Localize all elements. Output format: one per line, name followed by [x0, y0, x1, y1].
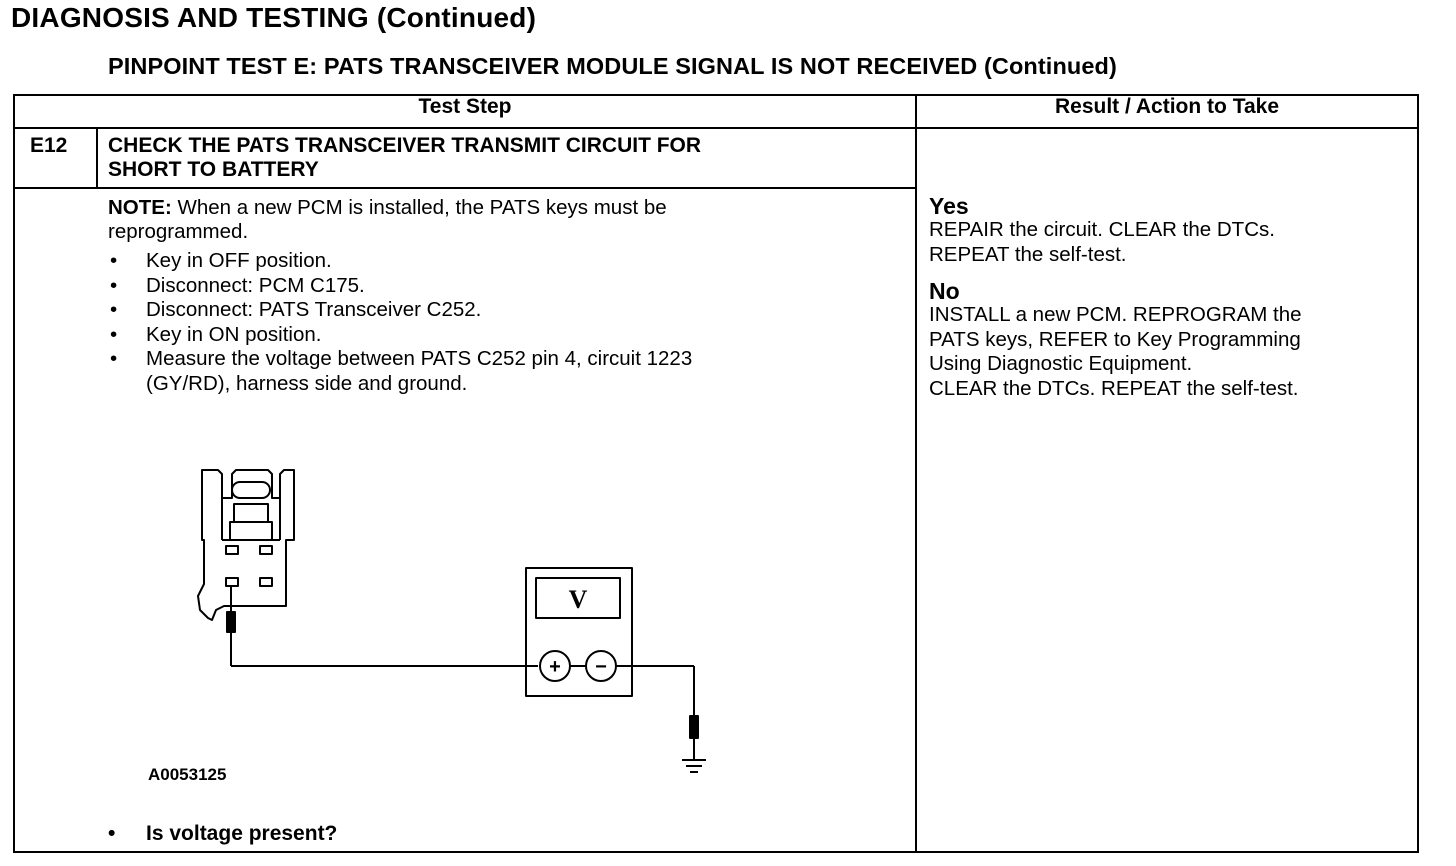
connector-tab	[233, 503, 269, 523]
plus-icon: +	[549, 656, 561, 678]
note-text: When a new PCM is installed, the PATS ke…	[171, 196, 667, 219]
bullet-icon: •	[110, 347, 118, 371]
step-title-line: CHECK THE PATS TRANSCEIVER TRANSMIT CIRC…	[108, 134, 702, 157]
figure-id: A0053125	[148, 765, 227, 784]
multimeter-display	[535, 577, 621, 619]
multimeter	[525, 567, 633, 697]
bullet-icon: •	[110, 273, 118, 297]
list-item-text: Disconnect: PCM C175.	[146, 273, 365, 297]
list-item: • Measure the voltage between PATS C252 p…	[108, 347, 888, 372]
connector-pin-4	[225, 577, 239, 587]
pinpoint-test-title: PINPOINT TEST E: PATS TRANSCEIVER MODULE…	[108, 53, 1117, 79]
list-item-text: Key in OFF position.	[146, 249, 332, 272]
column-divider	[915, 94, 917, 853]
connector-pin	[259, 545, 273, 555]
list-item-text: Measure the voltage between PATS C252 pi…	[146, 347, 693, 371]
table-left-border	[13, 94, 15, 853]
step-id: E12	[30, 134, 68, 157]
bullet-icon: •	[110, 249, 118, 272]
list-item: (GY/RD), harness side and ground.	[108, 372, 888, 397]
connector-pin	[225, 545, 239, 555]
minus-icon: −	[595, 656, 607, 678]
result-yes-label: Yes	[929, 193, 969, 219]
question: • Is voltage present?	[108, 822, 337, 846]
question-text: Is voltage present?	[146, 822, 338, 845]
negative-probe	[689, 715, 699, 739]
page-title: DIAGNOSIS AND TESTING (Continued)	[11, 2, 537, 33]
result-yes-text: REPEAT the self-test.	[929, 242, 1127, 266]
meter-label: V	[569, 585, 588, 614]
list-item: • Disconnect: PATS Transceiver C252.	[108, 298, 888, 323]
list-item-text: Disconnect: PATS Transceiver C252.	[146, 298, 482, 322]
result-no-text: PATS keys, REFER to Key Programming	[929, 327, 1301, 351]
wiring-diagram: V + −	[197, 469, 706, 773]
bullet-icon: •	[110, 322, 118, 346]
connector-shell	[197, 469, 295, 621]
list-item-text: (GY/RD), harness side and ground.	[146, 371, 468, 395]
list-item: • Key in ON position.	[108, 323, 888, 348]
list-item: • Key in OFF position.	[108, 249, 888, 274]
table-bottom-border	[13, 851, 1419, 853]
positive-probe	[226, 611, 236, 633]
connector-lock	[229, 521, 273, 541]
note-text: reprogrammed.	[108, 220, 249, 243]
step-id-divider	[96, 127, 98, 189]
note-label: NOTE:	[108, 196, 172, 219]
table-right-border	[1417, 94, 1419, 853]
bullet-icon: •	[110, 298, 118, 322]
result-no: No INSTALL a new PCM. REPROGRAM the PATS…	[929, 279, 1419, 401]
result-yes: Yes REPAIR the circuit. CLEAR the DTCs. …	[929, 194, 1419, 267]
step-title-divider	[13, 187, 916, 189]
step-title: CHECK THE PATS TRANSCEIVER TRANSMIT CIRC…	[108, 134, 701, 182]
result-no-label: No	[929, 278, 960, 304]
ground-icon	[682, 759, 706, 773]
result-yes-text: REPAIR the circuit. CLEAR the DTCs.	[929, 218, 1275, 241]
table-top-border	[13, 94, 1419, 96]
result-no-text: Using Diagnostic Equipment.	[929, 352, 1193, 376]
list-item-text: Key in ON position.	[146, 322, 322, 346]
connector-pin	[259, 577, 273, 587]
column-header-test-step: Test Step	[418, 95, 512, 118]
result-no-text: CLEAR the DTCs. REPEAT the self-test.	[929, 376, 1299, 400]
list-item: • Disconnect: PCM C175.	[108, 274, 888, 299]
column-header-result: Result / Action to Take	[1054, 95, 1280, 118]
step-title-line: SHORT TO BATTERY	[108, 158, 319, 181]
bullet-icon: •	[108, 822, 116, 845]
note: NOTE: When a new PCM is installed, the P…	[108, 196, 888, 244]
procedure-list: • Key in OFF position. • Disconnect: PCM C…	[108, 249, 888, 397]
result-no-text: INSTALL a new PCM. REPROGRAM the	[929, 303, 1302, 326]
connector-latch	[231, 481, 271, 499]
header-row-divider	[13, 127, 1419, 129]
